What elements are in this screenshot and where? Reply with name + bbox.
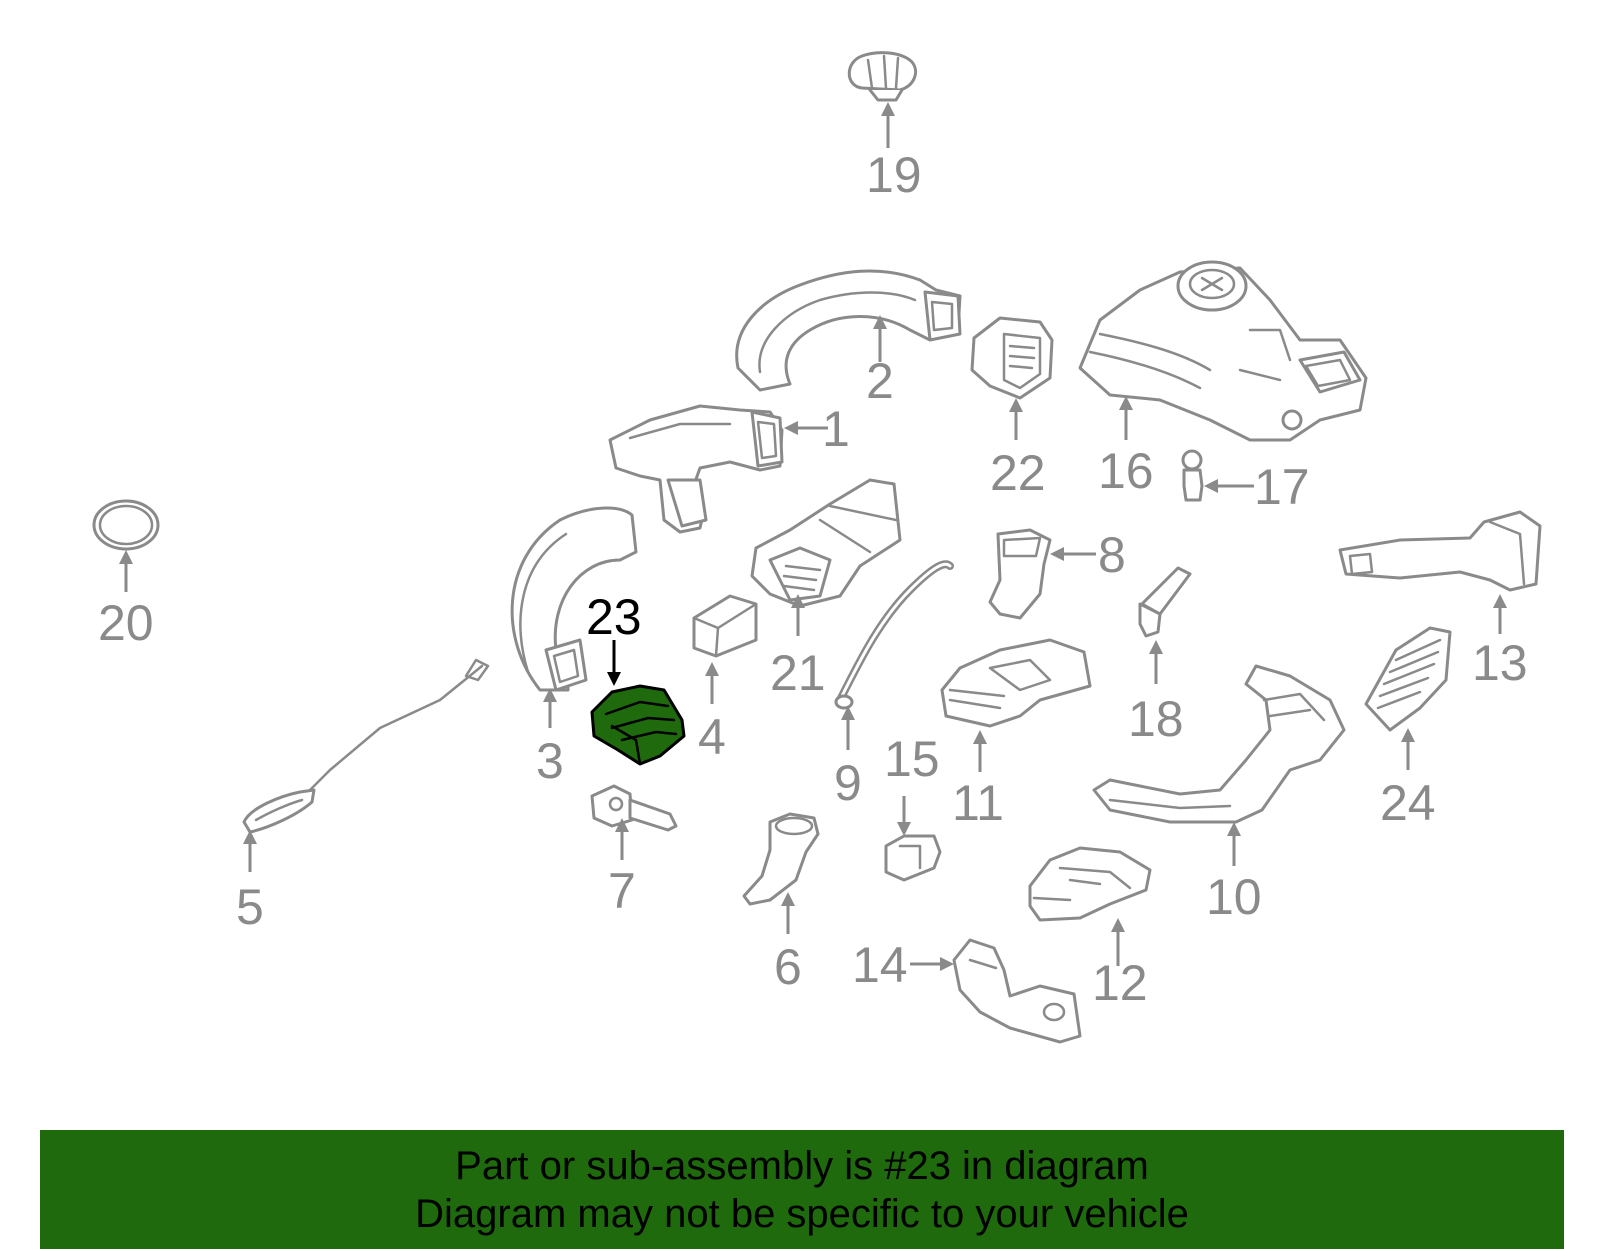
part-3[interactable] [510,506,638,692]
label-6: 6 [774,939,802,995]
part-18[interactable] [1138,566,1192,638]
part-17[interactable] [1181,449,1204,502]
part-2[interactable] [735,269,962,392]
label-23: 23 [586,589,642,645]
part-24[interactable] [1364,626,1452,732]
part-9[interactable] [834,560,954,710]
label-12: 12 [1092,955,1148,1011]
label-4: 4 [698,709,726,765]
label-7: 7 [608,863,636,919]
part-23-highlighted[interactable] [590,684,686,766]
label-13: 13 [1472,635,1528,691]
part-4[interactable] [692,594,758,658]
part-14[interactable] [952,938,1082,1044]
label-9: 9 [834,755,862,811]
label-21: 21 [770,645,826,701]
part-21[interactable] [750,478,902,608]
label-10: 10 [1206,869,1262,925]
label-22: 22 [990,445,1046,501]
part-5[interactable] [242,658,490,834]
label-16: 16 [1098,443,1154,499]
label-15: 15 [884,731,940,787]
label-14: 14 [852,937,908,993]
part-19[interactable] [847,51,917,102]
label-17: 17 [1254,459,1310,515]
parts-diagram: 19 20 2 22 16 [92,51,1542,1044]
part-13[interactable] [1338,510,1542,592]
part-22[interactable] [970,316,1054,400]
label-18: 18 [1128,691,1184,747]
part-8[interactable] [988,528,1052,620]
part-15[interactable] [884,834,942,882]
label-3: 3 [536,733,564,789]
label-8: 8 [1098,527,1126,583]
label-2: 2 [866,353,894,409]
info-banner: Part or sub-assembly is #23 in diagram D… [40,1130,1564,1249]
label-24: 24 [1380,775,1436,831]
label-19: 19 [866,147,922,203]
part-20[interactable] [92,499,160,551]
part-1[interactable] [608,404,784,534]
label-1: 1 [822,401,850,457]
label-5: 5 [236,879,264,935]
part-10[interactable] [1092,664,1346,824]
label-20: 20 [98,595,154,651]
banner-line-2: Diagram may not be specific to your vehi… [415,1192,1189,1236]
part-6[interactable] [742,812,820,906]
label-11: 11 [952,775,1004,831]
part-11[interactable] [940,638,1092,728]
part-16[interactable] [1078,260,1368,442]
part-12[interactable] [1028,846,1152,922]
part-7[interactable] [590,784,678,832]
banner-line-1: Part or sub-assembly is #23 in diagram [455,1144,1149,1188]
